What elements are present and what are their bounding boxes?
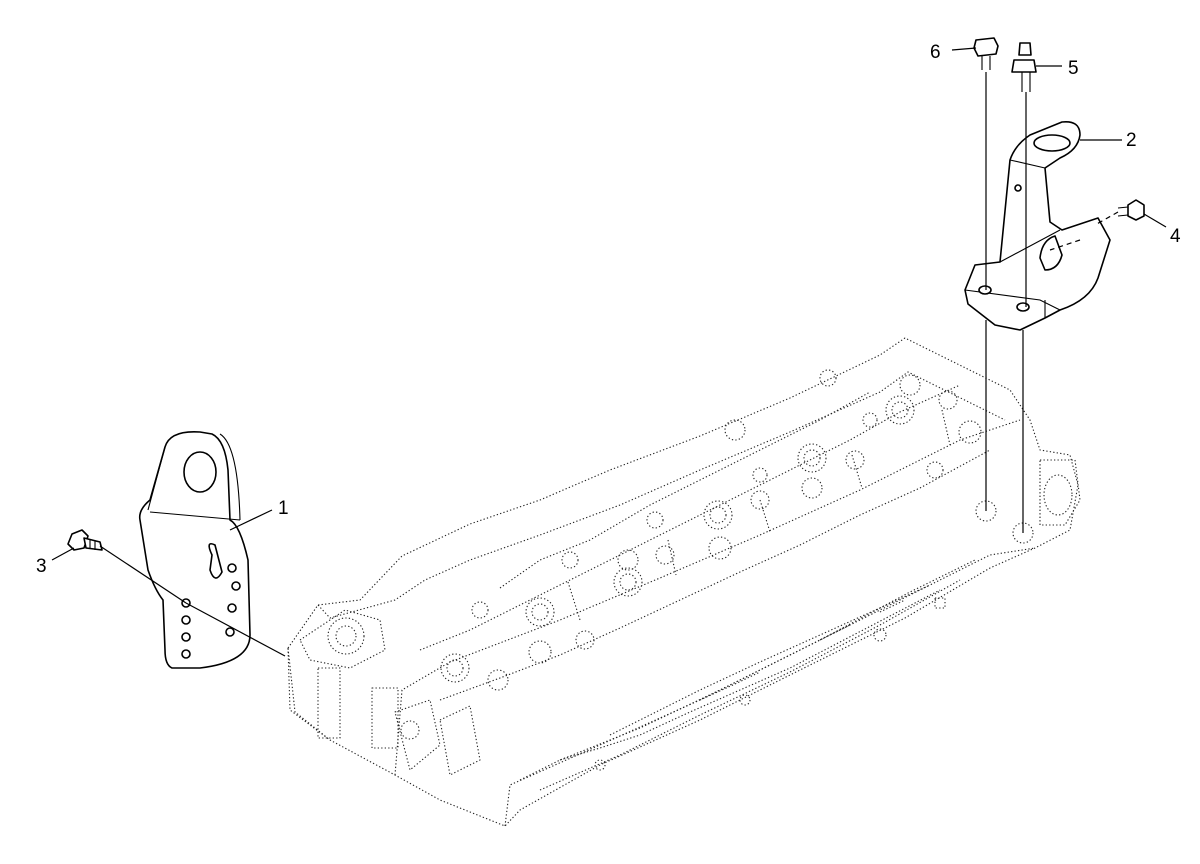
callout-labels: 1 2 3 4 5 6: [36, 42, 1181, 577]
callout-leaders: [51, 47, 1167, 561]
callout-5: 5: [1068, 58, 1079, 79]
callout-4: 4: [1170, 226, 1181, 247]
callout-1: 1: [278, 498, 289, 519]
callout-2: 2: [1126, 130, 1137, 151]
lifting-bracket-rear: [964, 37, 1145, 533]
callout-3: 3: [36, 556, 47, 577]
lifting-bracket-front: [138, 430, 251, 669]
callout-6: 6: [930, 42, 941, 63]
bolt-part-3: [67, 529, 286, 657]
valve-ports: [440, 369, 982, 691]
cylinder-head-phantom: [287, 337, 1081, 827]
